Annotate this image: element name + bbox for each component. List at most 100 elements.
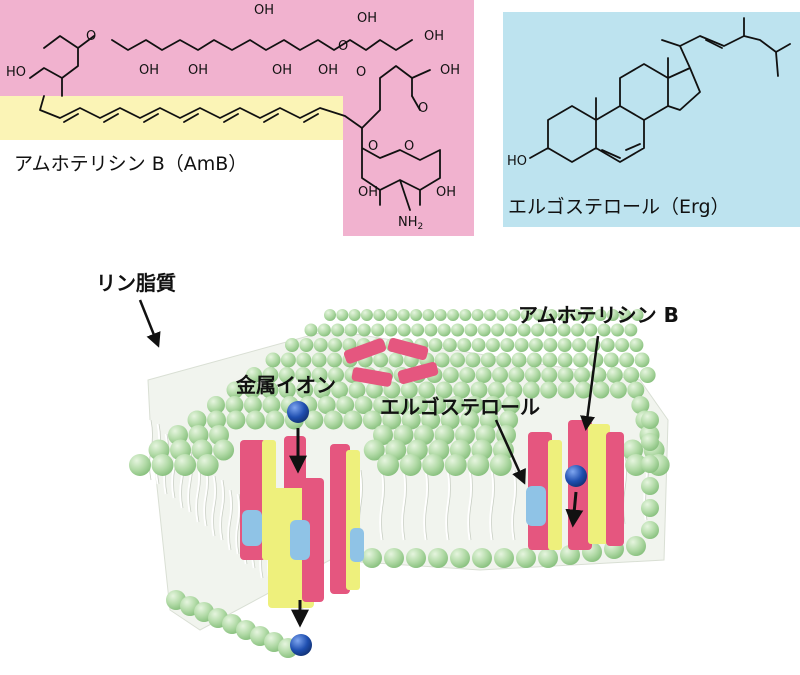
hydroxyl-label: OH <box>254 3 274 18</box>
lipid-head <box>406 548 426 568</box>
lipid-head <box>634 352 650 368</box>
lipid-head <box>573 352 588 368</box>
lipid-head <box>327 352 342 368</box>
lipid-head <box>483 396 502 414</box>
lipid-head <box>508 367 525 383</box>
lipid-head <box>262 396 281 414</box>
lipid-head <box>485 338 500 352</box>
lipid-head <box>285 338 299 352</box>
lipid-tail <box>401 469 407 541</box>
lipid-head <box>299 338 314 352</box>
lipid-head <box>609 381 627 399</box>
lipid-head <box>467 454 490 476</box>
lipid-head <box>464 323 478 337</box>
lipid-head <box>457 338 472 352</box>
lipid-head <box>631 396 650 414</box>
amb-sugar-highlight <box>343 96 474 236</box>
lipid-head <box>129 454 151 476</box>
lipid-head <box>442 338 457 352</box>
lipid-head <box>354 396 373 414</box>
lipid-head <box>641 411 659 429</box>
lipid-head <box>328 338 343 352</box>
lipid-head <box>511 352 527 368</box>
lipid-head <box>280 352 296 368</box>
amb-molecule <box>302 478 324 602</box>
lipid-head <box>428 548 448 568</box>
lipid-head <box>502 396 521 414</box>
lipid-head <box>373 309 386 321</box>
lipid-head <box>574 367 590 383</box>
lipid-head <box>313 381 331 399</box>
lipid-head <box>262 367 279 383</box>
lipid-head <box>304 323 318 337</box>
lipid-tail-outline <box>469 469 473 541</box>
lipid-head <box>499 410 519 430</box>
lipid-head <box>323 410 343 430</box>
lipid-head <box>442 367 459 383</box>
lipid-tail <box>211 475 217 537</box>
amb-name: アムホテリシン B（AmB） <box>14 153 247 175</box>
lipid-head <box>348 309 361 321</box>
lipid-head <box>641 477 659 495</box>
lipid-head <box>505 381 523 399</box>
lipid-head <box>557 338 572 352</box>
amb-channel-left <box>240 436 364 608</box>
lipid-head <box>508 309 521 321</box>
lipid-head <box>409 396 428 414</box>
lipid-head <box>631 309 644 321</box>
ergosterol-molecule <box>290 520 310 560</box>
callout-arrow <box>580 335 600 431</box>
lipid-head <box>584 323 598 337</box>
lipid-head <box>528 338 543 352</box>
lipid-head <box>575 381 592 399</box>
lipid-head <box>196 454 219 476</box>
lipid-head <box>226 410 246 430</box>
amb-molecule <box>351 367 393 387</box>
lipid-head <box>265 352 281 368</box>
ring-oxygen-label: O <box>368 139 378 154</box>
lipid-head <box>625 454 648 476</box>
erg-name: エルゴステロール（Erg） <box>508 196 730 218</box>
lipid-tail <box>489 469 495 541</box>
lipid-head <box>331 323 345 337</box>
lipid-head <box>477 323 491 337</box>
lipid-head <box>641 433 659 451</box>
lipid-head <box>391 396 410 414</box>
lipid-head <box>418 381 436 399</box>
amb-molecule <box>387 337 429 361</box>
lipid-head <box>624 323 638 337</box>
lipid-head <box>382 410 402 430</box>
ergosterol-molecule <box>242 510 262 546</box>
ring-oxygen-label: O <box>404 139 414 154</box>
hydroxyl-label: HO <box>6 65 26 80</box>
lipid-head <box>246 367 262 383</box>
lipid-head <box>424 323 438 337</box>
lipid-head <box>480 352 496 368</box>
lipid-head <box>225 396 244 414</box>
lipid-head <box>496 309 509 321</box>
lipid-head <box>531 323 545 337</box>
lipid-head <box>557 352 573 368</box>
lipid-head <box>410 309 423 321</box>
hydroxyl-label: OH <box>318 63 338 78</box>
lipid-head <box>524 367 541 383</box>
lipid-head <box>544 323 558 337</box>
lipid-head <box>278 381 296 399</box>
lipid-tail <box>227 489 233 551</box>
lipid-head <box>362 410 382 430</box>
steroid-double-bonds <box>601 39 723 159</box>
lipid-head <box>317 323 331 337</box>
lipid-head <box>606 367 623 383</box>
lipid-head <box>373 396 392 414</box>
lipid-head <box>397 309 410 321</box>
lipid-head <box>542 352 558 368</box>
lipid-head <box>440 410 460 430</box>
lipid-head <box>603 352 619 368</box>
lipid-tail-outline <box>213 475 217 537</box>
lipid-head <box>151 454 174 476</box>
lipid-head <box>324 309 336 321</box>
lipid-head <box>400 381 418 399</box>
lipid-head <box>422 454 445 476</box>
lipid-head <box>465 396 484 414</box>
